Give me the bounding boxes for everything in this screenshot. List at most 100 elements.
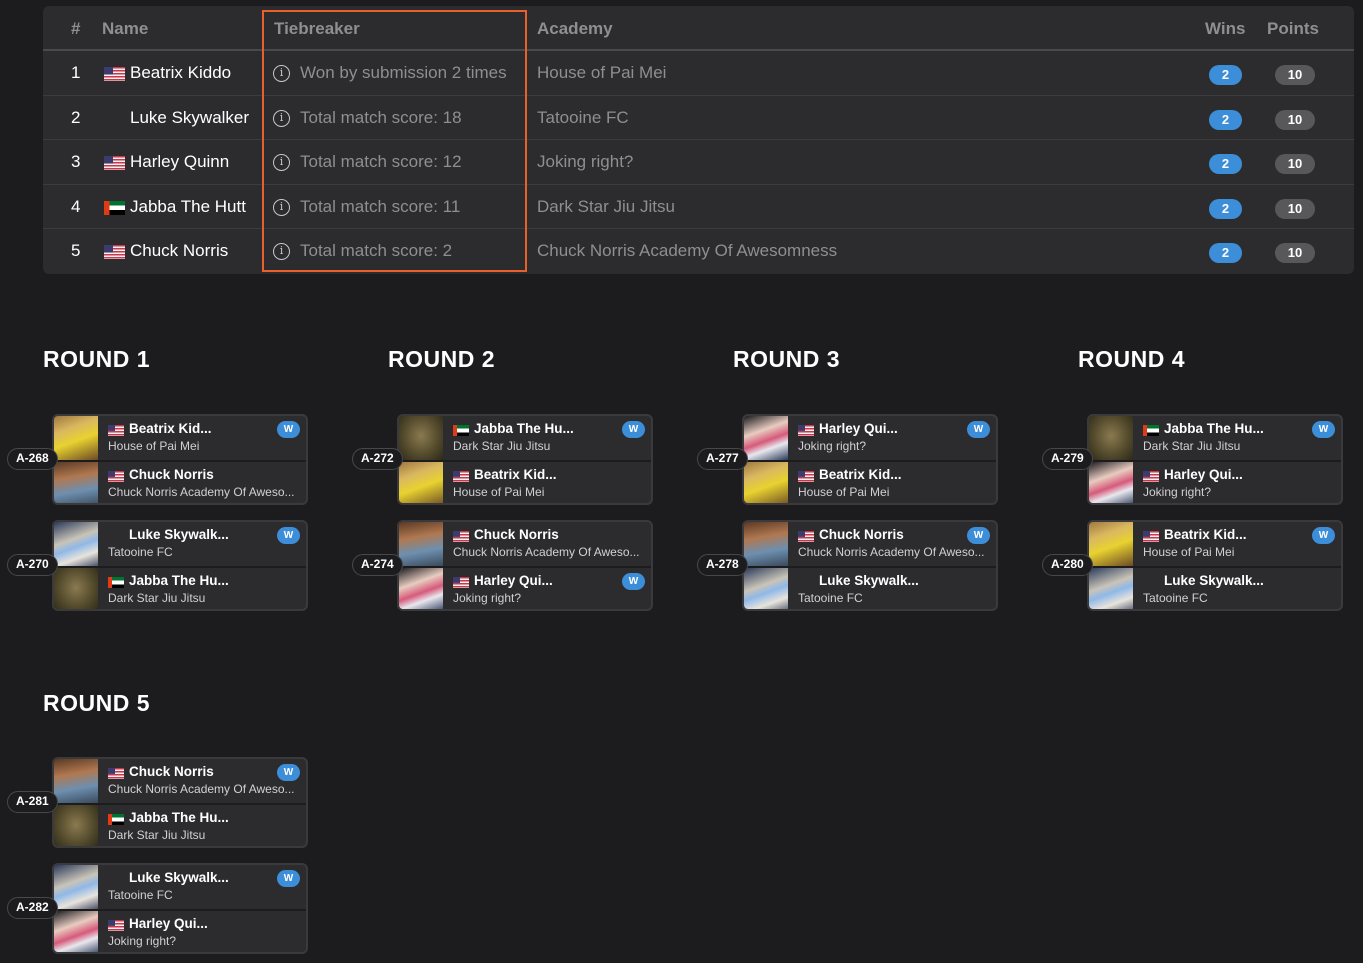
- athlete-avatar: [744, 568, 788, 609]
- academy-name: Tatooine FC: [798, 591, 863, 605]
- match-id-label: A-280: [1042, 554, 1093, 576]
- athlete-name[interactable]: Harley Quinn: [130, 152, 230, 171]
- rank: 1: [71, 63, 81, 82]
- winner-badge: W: [277, 764, 300, 781]
- match-id-label: A-279: [1042, 448, 1093, 470]
- athlete-name[interactable]: Beatrix Kiddo: [130, 63, 232, 82]
- athlete-name[interactable]: Luke Skywalker: [130, 107, 250, 127]
- info-icon[interactable]: i: [273, 109, 290, 127]
- points-badge: 10: [1275, 243, 1315, 263]
- col-header-academy[interactable]: Academy: [537, 19, 613, 38]
- rank: 2: [71, 107, 81, 127]
- competitor-slot[interactable]: Harley Qui...Joking right?W: [399, 566, 651, 609]
- athlete-name: Chuck Norris: [474, 527, 559, 542]
- academy-name: Chuck Norris Academy Of Aweso...: [108, 782, 295, 796]
- tiebreaker-text: Total match score: 12: [300, 152, 462, 171]
- standings-table: # Name Tiebreaker Academy Wins Points 1 …: [43, 6, 1354, 274]
- athlete-avatar: [54, 805, 98, 846]
- col-header-tiebreaker[interactable]: Tiebreaker: [274, 19, 360, 38]
- info-icon[interactable]: i: [273, 198, 290, 216]
- winner-badge: W: [277, 527, 300, 544]
- tiebreaker-text: Total match score: 18: [300, 107, 462, 127]
- athlete-name[interactable]: Jabba The Hutt: [130, 196, 246, 216]
- standings-row[interactable]: 2 Luke Skywalker i Total match score: 18…: [43, 96, 1354, 140]
- competitor-slot[interactable]: Harley Qui...Joking right?W: [744, 416, 996, 460]
- competitor-slot[interactable]: Harley Qui...Joking right?: [54, 909, 306, 952]
- athlete-avatar: [54, 462, 98, 503]
- match-id-label: A-268: [7, 448, 58, 470]
- info-icon[interactable]: i: [273, 65, 290, 82]
- competitor-slot[interactable]: Luke Skywalk... Tatooine FC: [744, 566, 996, 609]
- academy-name: Tatooine FC: [108, 888, 173, 902]
- col-header-points[interactable]: Points: [1267, 19, 1319, 38]
- standings-row[interactable]: 1 Beatrix Kiddo i Won by submission 2 ti…: [43, 51, 1354, 96]
- athlete-avatar: [399, 522, 443, 566]
- flag-icon: [104, 245, 125, 259]
- athlete-name[interactable]: Chuck Norris: [130, 241, 229, 260]
- academy-name: Dark Star Jiu Jitsu: [108, 828, 206, 842]
- standings-row[interactable]: 3 Harley Quinn i Total match score: 12 J…: [43, 140, 1354, 185]
- athlete-avatar: [399, 416, 443, 460]
- competitor-slot[interactable]: Beatrix Kid...House of Pai Mei: [744, 460, 996, 503]
- athlete-avatar: [1089, 568, 1133, 609]
- competitor-slot[interactable]: Jabba The Hu...Dark Star Jiu Jitsu: [54, 566, 306, 609]
- athlete-avatar: [54, 416, 98, 460]
- academy-name: Joking right?: [453, 591, 522, 605]
- flag-icon: [108, 920, 124, 931]
- athlete-name: Jabba The Hu...: [129, 573, 229, 588]
- athlete-avatar: [1089, 462, 1133, 503]
- athlete-avatar: [54, 911, 98, 952]
- academy-name: Chuck Norris Academy Of Aweso...: [798, 545, 985, 559]
- athlete-avatar: [744, 462, 788, 503]
- match-id-label: A-277: [697, 448, 748, 470]
- col-header-wins[interactable]: Wins: [1205, 19, 1246, 38]
- athlete-name: Luke Skywalk...: [819, 573, 919, 588]
- tiebreaker-text: Total match score: 11: [300, 196, 461, 216]
- competitor-slot[interactable]: Harley Qui...Joking right?: [1089, 460, 1341, 503]
- athlete-avatar: [54, 865, 98, 909]
- standings-row[interactable]: 5 Chuck Norris i Total match score: 2 Ch…: [43, 229, 1354, 274]
- info-icon[interactable]: i: [273, 154, 290, 171]
- competitor-slot[interactable]: Beatrix Kid...House of Pai Mei: [399, 460, 651, 503]
- flag-icon: [108, 471, 124, 482]
- academy-name: Joking right?: [798, 439, 867, 453]
- competitor-slot[interactable]: Jabba The Hu...Dark Star Jiu Jitsu: [54, 803, 306, 846]
- standings-row[interactable]: 4 Jabba The Hutt i Total match score: 11…: [43, 185, 1354, 229]
- competitor-slot[interactable]: Luke Skywalk...Tatooine FC: [1089, 566, 1341, 609]
- col-header-name[interactable]: Name: [102, 19, 149, 38]
- athlete-avatar: [1089, 522, 1133, 566]
- info-icon[interactable]: i: [273, 243, 290, 260]
- academy-name: House of Pai Mei: [1143, 545, 1235, 559]
- standings-header: # Name Tiebreaker Academy Wins Points: [43, 6, 1354, 51]
